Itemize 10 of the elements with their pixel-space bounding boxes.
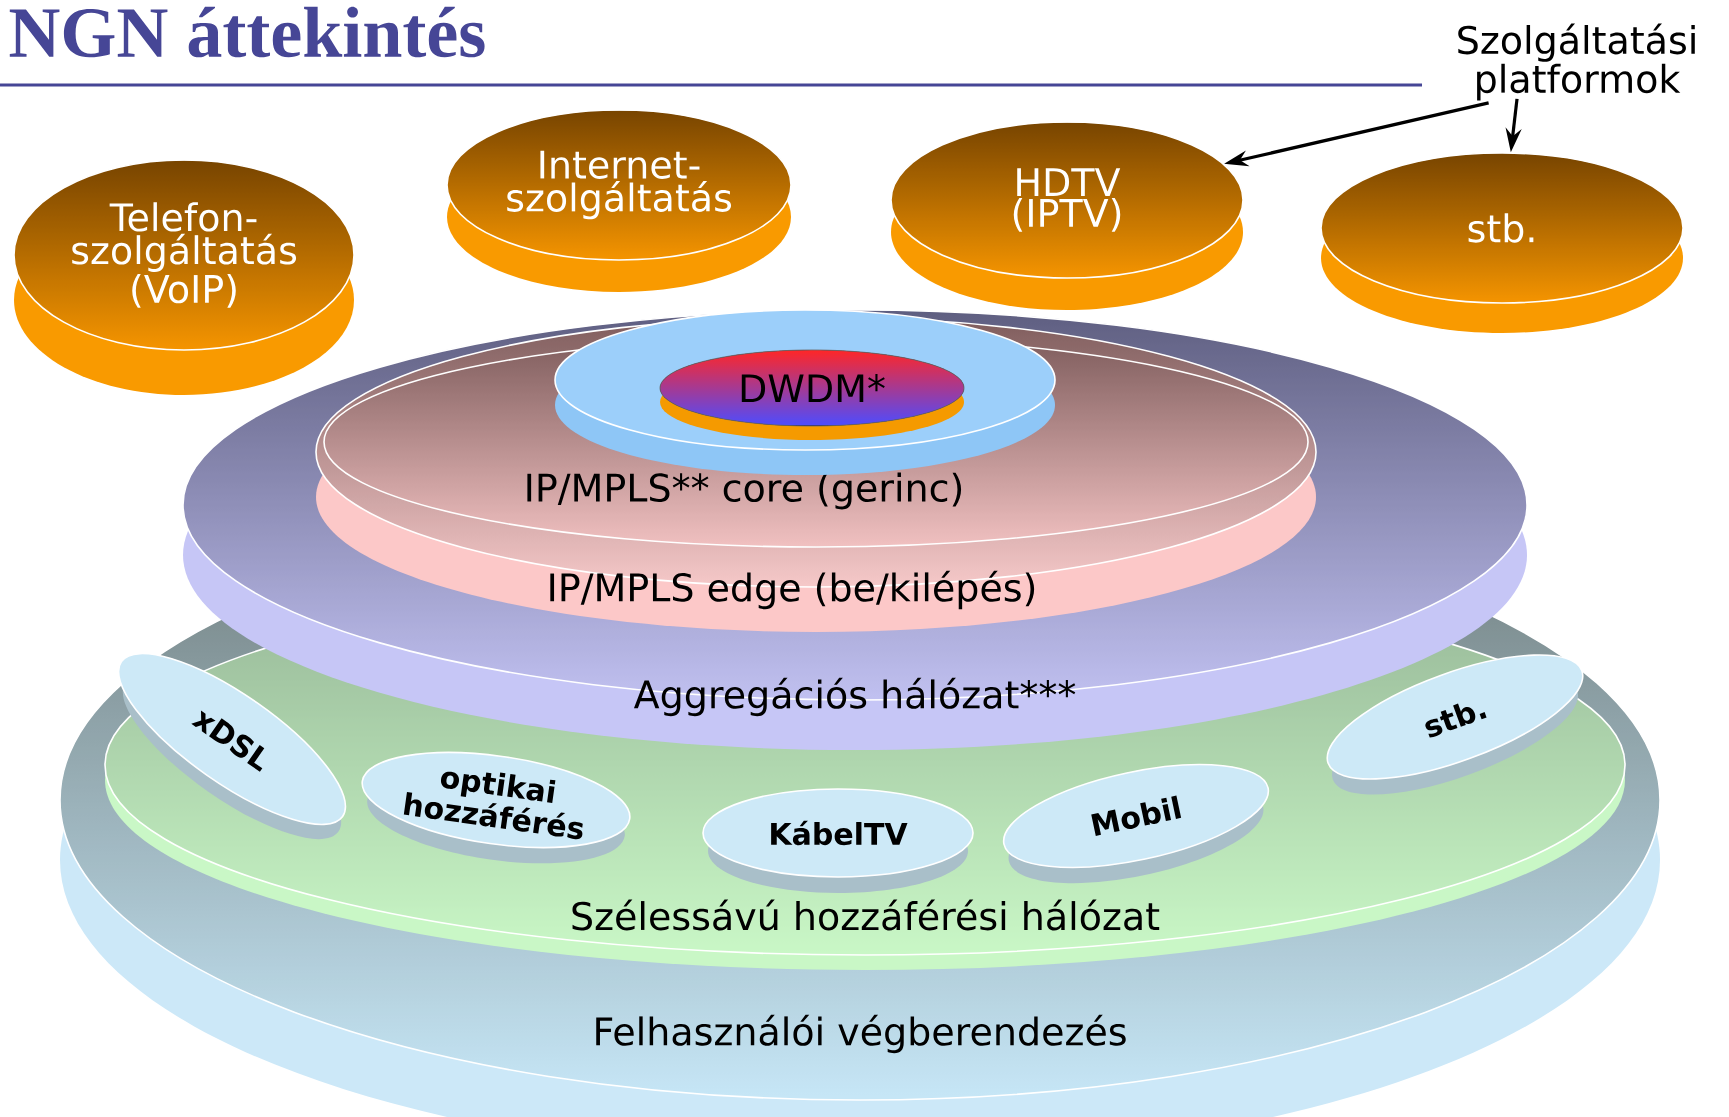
service-disc: stb. — [1320, 152, 1684, 333]
callout-text: Szolgáltatási platformok — [1458, 23, 1695, 101]
access-disc: KábelTV — [702, 788, 974, 893]
access-disc: stb. — [1326, 654, 1584, 795]
service-disc: Internet- szolgáltatás — [446, 109, 792, 292]
access-disc: Mobil — [1003, 763, 1269, 884]
access-disc: optikai hozzáférés — [361, 751, 631, 864]
title: NGN áttekintés — [9, 6, 485, 58]
service-disc: Telefon- szolgáltatás (VoIP) — [13, 159, 355, 395]
service-disc: HDTV (IPTV) — [890, 121, 1244, 310]
